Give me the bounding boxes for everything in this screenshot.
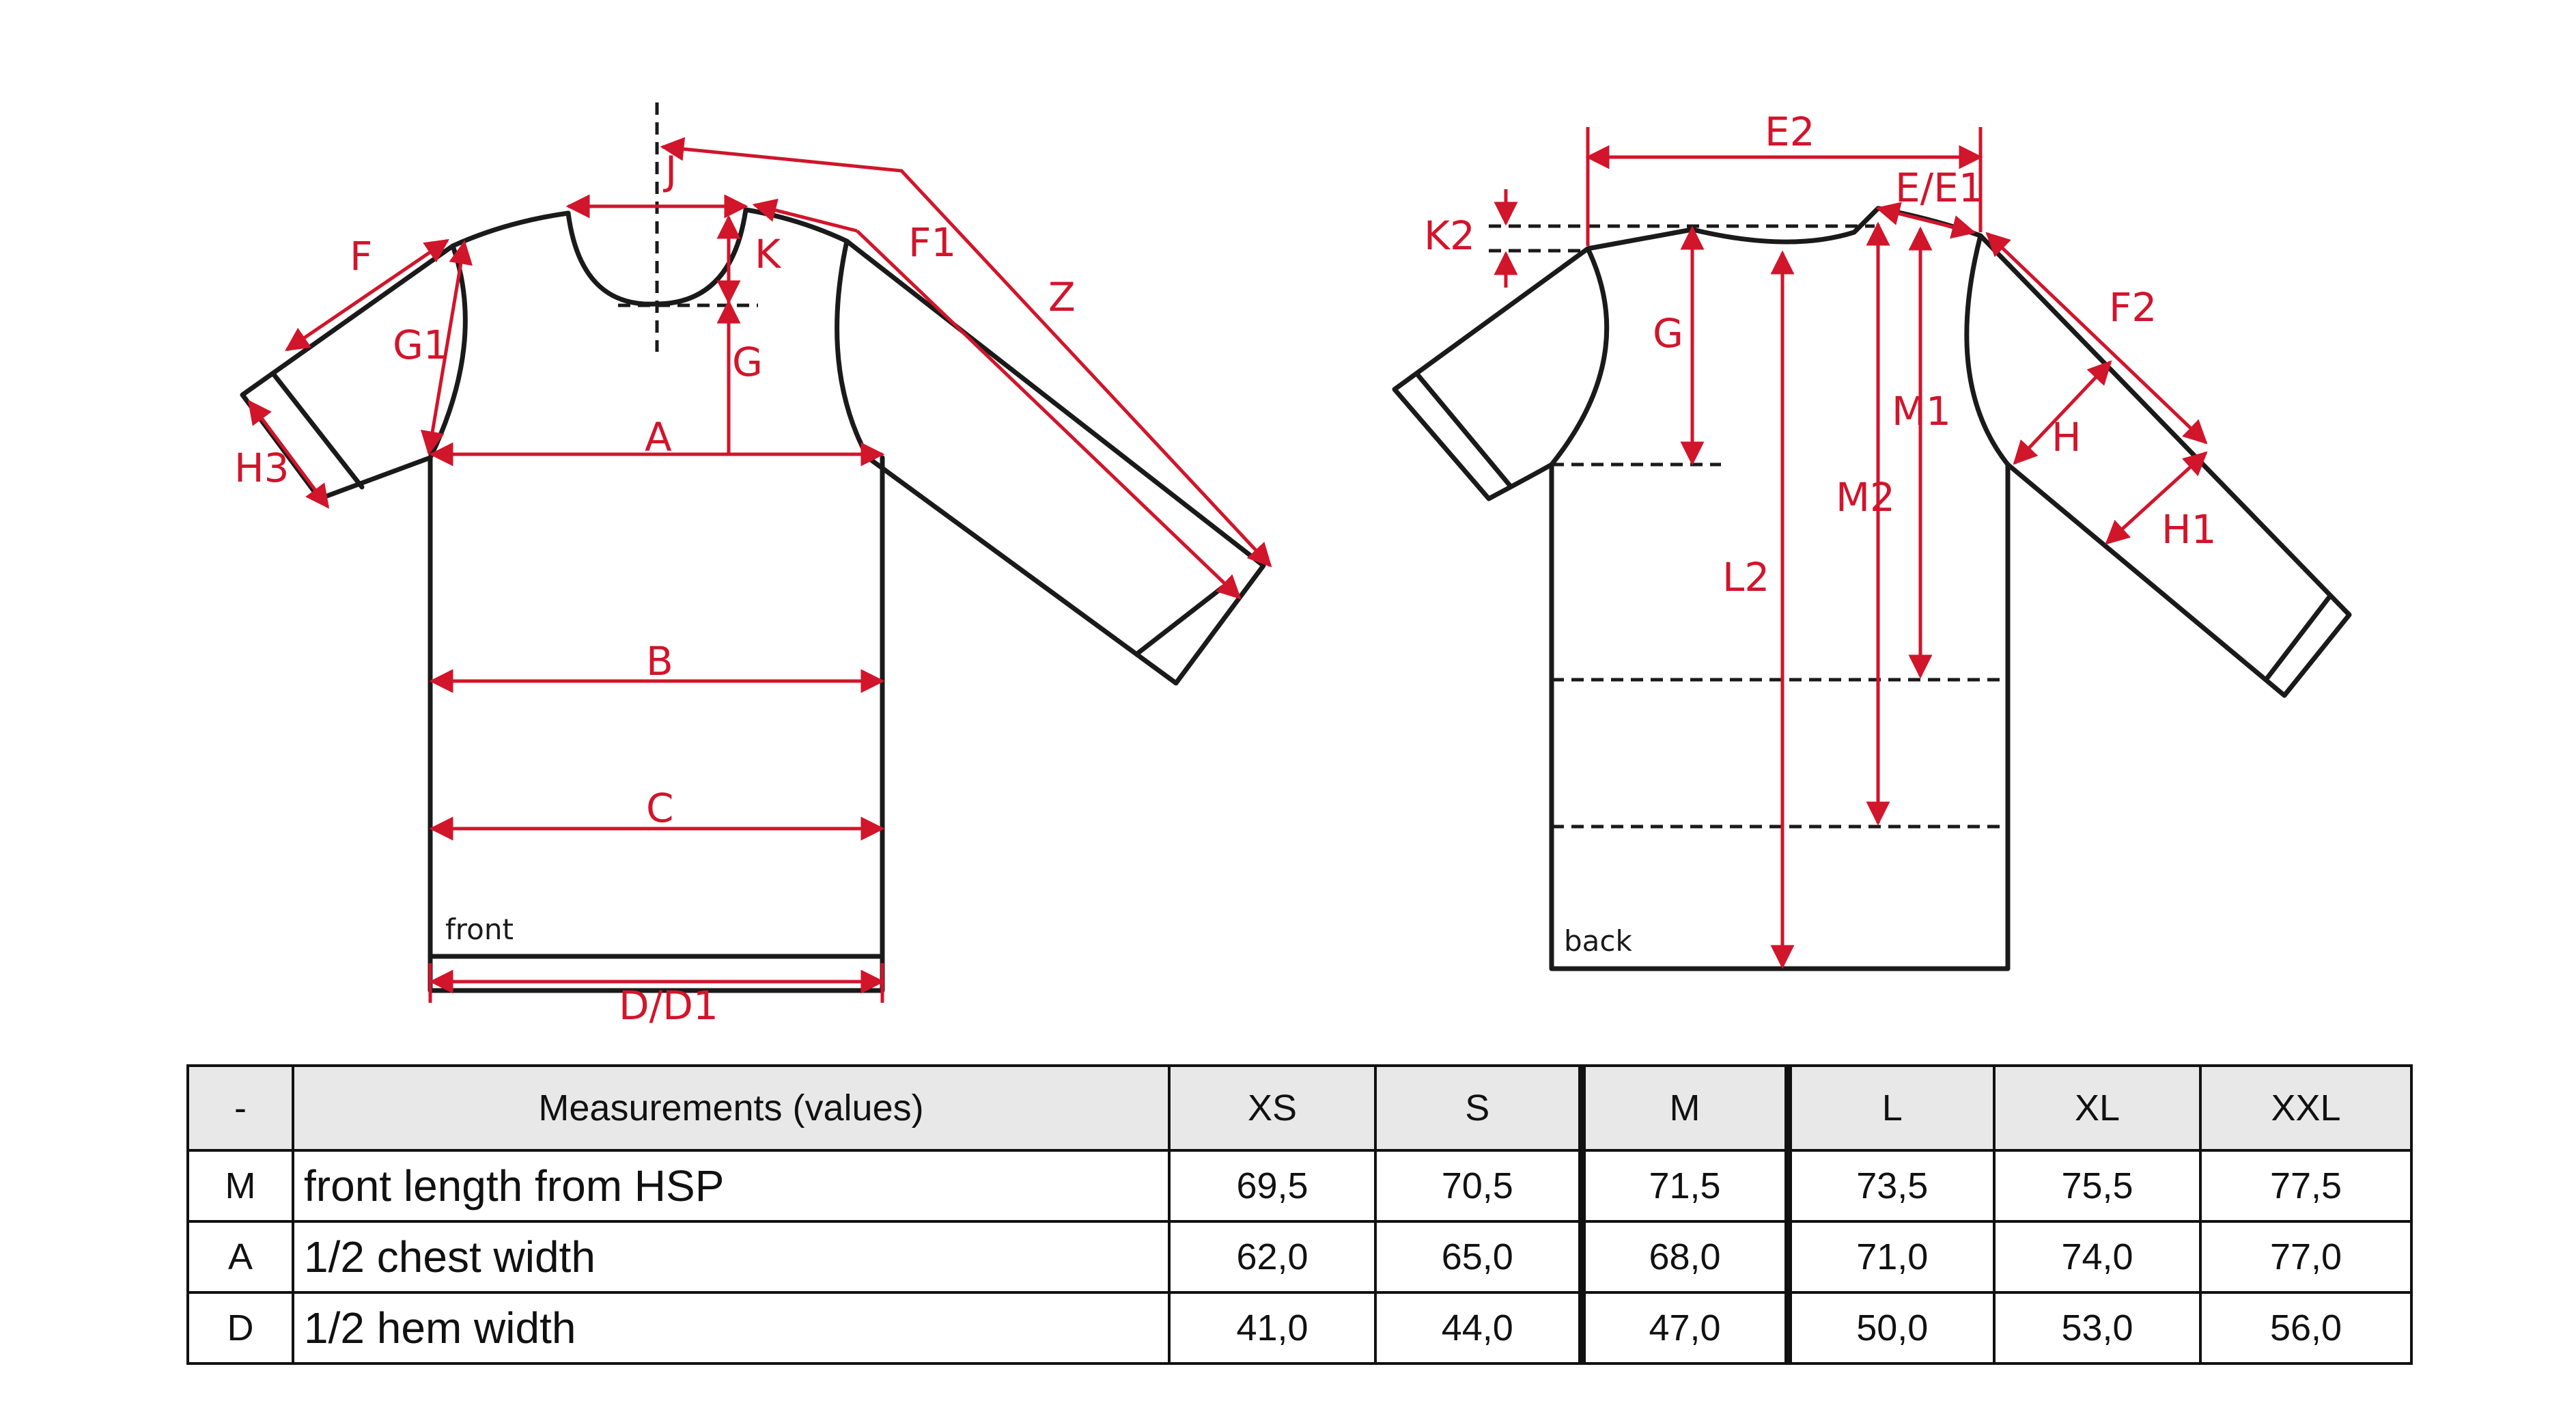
header-code: - xyxy=(186,1064,294,1152)
front-labels: J K F F1 Z G1 G H3 A B C D/D1 front xyxy=(234,148,1076,1029)
row-value: 44,0 xyxy=(1374,1291,1583,1365)
front-measure-g1 xyxy=(420,240,473,456)
back-measure-h1 xyxy=(2105,451,2208,545)
front-label-f: F xyxy=(350,233,372,279)
table-header-row: - Measurements (values) XS S M L XL XXL xyxy=(186,1064,2413,1152)
front-label-d: D/D1 xyxy=(619,982,718,1029)
row-value: 50,0 xyxy=(1784,1291,1996,1365)
table-row: M front length from HSP 69,5 70,5 71,5 7… xyxy=(186,1149,2413,1223)
row-value: 77,0 xyxy=(2199,1220,2413,1294)
front-right-cuff-line xyxy=(1134,585,1225,656)
back-label-m2: M2 xyxy=(1836,474,1895,521)
back-left-shoulder xyxy=(1585,227,1695,251)
front-label-h3: H3 xyxy=(234,445,290,491)
back-measure-e xyxy=(1875,202,1976,239)
front-measure-lines xyxy=(247,137,1272,1003)
row-value: 77,5 xyxy=(2199,1149,2413,1223)
front-measure-f xyxy=(285,238,449,352)
header-size-l: L xyxy=(1784,1064,1996,1152)
back-garment xyxy=(1392,206,2352,971)
back-label-l2: L2 xyxy=(1722,554,1769,600)
front-label-g: G xyxy=(732,339,763,385)
back-label-m1: M1 xyxy=(1892,388,1951,434)
row-value: 73,5 xyxy=(1784,1149,1996,1223)
row-value: 56,0 xyxy=(2199,1291,2413,1365)
back-labels: E2 E/E1 K2 G F2 M1 H H1 M2 L2 back xyxy=(1424,109,2217,958)
back-label-k2: K2 xyxy=(1424,212,1475,259)
front-garment xyxy=(240,102,1266,993)
row-value: 53,0 xyxy=(1993,1291,2202,1365)
size-chart-table: - Measurements (values) XS S M L XL XXL … xyxy=(186,1064,2413,1365)
back-view-label: back xyxy=(1564,924,1632,958)
back-label-e: E/E1 xyxy=(1895,165,1984,211)
header-size-xxl: XXL xyxy=(2199,1064,2413,1152)
back-right-sleeve xyxy=(1964,233,2352,698)
row-code: D xyxy=(186,1291,294,1365)
row-code: A xyxy=(186,1220,294,1294)
header-size-xl: XL xyxy=(1993,1064,2202,1152)
row-label: 1/2 hem width xyxy=(292,1291,1171,1365)
back-label-f2: F2 xyxy=(2109,284,2157,331)
header-size-s: S xyxy=(1374,1064,1583,1152)
table-row: D 1/2 hem width 41,0 44,0 47,0 50,0 53,0… xyxy=(186,1291,2413,1365)
front-label-c: C xyxy=(646,785,674,831)
row-code: M xyxy=(186,1149,294,1223)
back-neckline xyxy=(1690,206,1881,245)
front-label-g1: G1 xyxy=(393,322,449,368)
front-label-z: Z xyxy=(1048,274,1076,320)
back-label-h1: H1 xyxy=(2161,506,2217,553)
row-value: 41,0 xyxy=(1168,1291,1377,1365)
front-shoulder-line xyxy=(450,207,1266,686)
back-label-e2: E2 xyxy=(1765,109,1815,155)
row-value: 74,0 xyxy=(1993,1220,2202,1294)
front-label-b: B xyxy=(646,638,673,684)
front-label-j: J xyxy=(663,148,677,194)
front-right-armhole xyxy=(835,238,871,460)
row-value: 65,0 xyxy=(1374,1220,1583,1294)
back-label-h: H xyxy=(2052,414,2082,460)
front-measure-h3 xyxy=(247,400,330,509)
front-view-label: front xyxy=(445,913,514,946)
table-row: A 1/2 chest width 62,0 65,0 68,0 71,0 74… xyxy=(186,1220,2413,1294)
front-measure-z xyxy=(660,137,1272,568)
row-value: 71,5 xyxy=(1578,1149,1789,1223)
row-value: 70,5 xyxy=(1374,1149,1583,1223)
front-label-a: A xyxy=(645,414,672,460)
back-body-outline xyxy=(1549,462,2011,971)
header-size-xs: XS xyxy=(1168,1064,1377,1152)
row-value: 62,0 xyxy=(1168,1220,1377,1294)
row-value: 47,0 xyxy=(1578,1291,1789,1365)
back-right-cuff-line xyxy=(2263,595,2332,682)
front-label-k: K xyxy=(755,231,782,277)
row-value: 71,0 xyxy=(1784,1220,1996,1294)
back-measure-h xyxy=(2013,360,2112,465)
front-body-outline xyxy=(428,455,885,993)
back-left-cuff-line xyxy=(1416,373,1513,489)
front-label-f1: F1 xyxy=(908,219,956,266)
row-value: 68,0 xyxy=(1578,1220,1789,1294)
row-label: 1/2 chest width xyxy=(292,1220,1171,1294)
back-measure-f2 xyxy=(1985,232,2208,445)
back-measure-lines xyxy=(1494,127,2208,969)
back-label-g: G xyxy=(1653,310,1683,357)
row-value: 69,5 xyxy=(1168,1149,1377,1223)
back-left-sleeve xyxy=(1392,246,1610,501)
row-value: 75,5 xyxy=(1993,1149,2202,1223)
header-size-m: M xyxy=(1578,1064,1789,1152)
header-measurements: Measurements (values) xyxy=(292,1064,1171,1152)
row-label: front length from HSP xyxy=(292,1149,1171,1223)
